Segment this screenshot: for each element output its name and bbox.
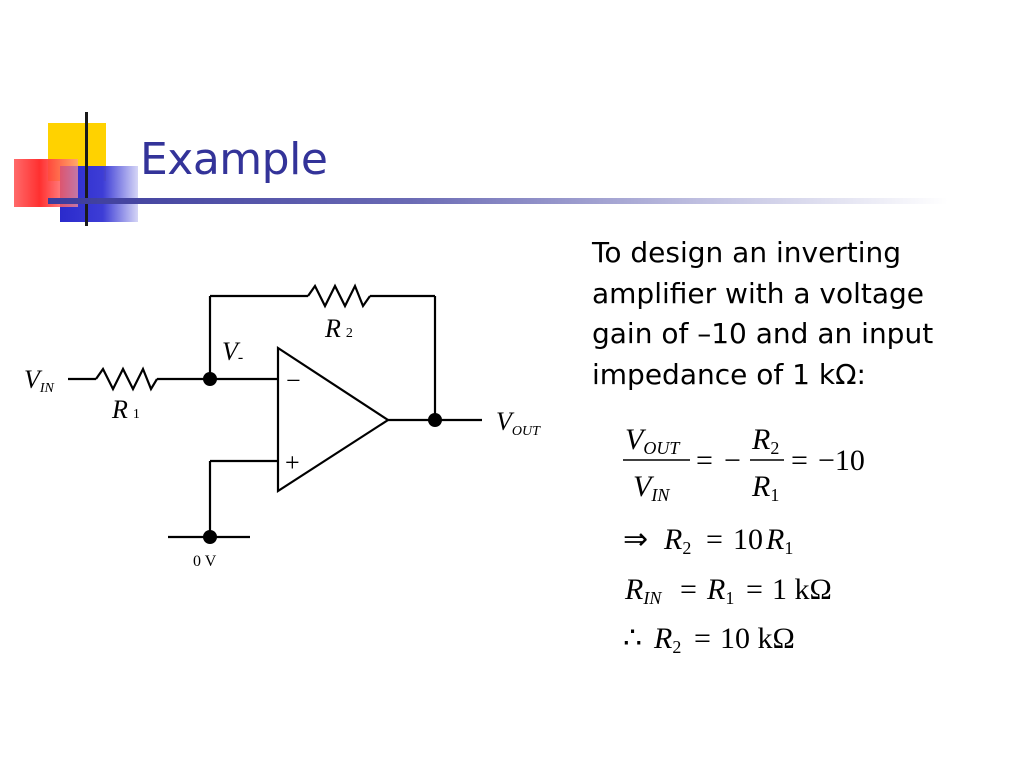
vin-label: VIN xyxy=(24,365,55,396)
resistor-r1 xyxy=(95,366,158,392)
eq1-result: −10 xyxy=(818,444,865,477)
equation-r2-value: ∴ R2 = 10 kΩ xyxy=(623,622,795,657)
equals-sign: = xyxy=(746,573,763,606)
description-line: impedance of 1 kΩ: xyxy=(592,357,866,391)
equals-sign: = xyxy=(706,523,723,556)
eq4-lhs: R2 xyxy=(653,622,681,657)
equation-input-impedance: RIN = R1 = 1 kΩ xyxy=(624,573,832,608)
ground-label: 0 V xyxy=(193,553,217,570)
problem-description: To design an inverting amplifier with a … xyxy=(592,233,992,395)
node-dot xyxy=(428,413,442,427)
equals-sign: = xyxy=(694,622,711,655)
vout-label: VOUT xyxy=(496,407,541,439)
resistor-r2 xyxy=(307,283,371,309)
inverting-input-sign: − xyxy=(286,366,301,395)
description-line: gain of –10 and an input xyxy=(592,317,934,350)
decor-vertical-line xyxy=(85,112,88,226)
equals-sign: = xyxy=(680,573,697,606)
eq2-coefficient: 10 xyxy=(733,523,763,556)
equation-r2-ratio: ⇒ R2 = 10 R1 xyxy=(623,523,793,558)
equals-sign: = xyxy=(791,444,808,477)
eq1-numerator: VOUT xyxy=(625,423,681,458)
equation-gain: VOUT VIN = − R2 R1 = −10 xyxy=(623,423,865,505)
implies-symbol: ⇒ xyxy=(623,523,648,556)
vminus-label: V- xyxy=(222,337,243,366)
eq1-r2: R2 xyxy=(751,423,779,458)
description-line: To design an inverting xyxy=(592,236,902,269)
eq4-result: 10 kΩ xyxy=(720,622,795,655)
node-dot xyxy=(203,372,217,386)
op-amp-symbol xyxy=(276,345,391,494)
eq1-denominator: VIN xyxy=(633,470,670,505)
eq3-result: 1 kΩ xyxy=(772,573,832,606)
description-line: amplifier with a voltage xyxy=(592,276,925,310)
noninverting-input-sign: + xyxy=(285,448,300,477)
therefore-symbol: ∴ xyxy=(623,622,642,655)
node-dot xyxy=(203,530,217,544)
eq2-lhs: R2 xyxy=(663,523,691,558)
title-underline xyxy=(48,198,948,204)
eq3-lhs: RIN xyxy=(624,573,662,608)
negative-sign: − xyxy=(724,444,741,477)
eq3-mid: R1 xyxy=(706,573,734,608)
equals-sign: = xyxy=(696,444,713,477)
eq2-rhs: R1 xyxy=(765,523,793,558)
eq1-r1: R1 xyxy=(751,470,779,505)
slide-title: Example xyxy=(140,134,328,185)
